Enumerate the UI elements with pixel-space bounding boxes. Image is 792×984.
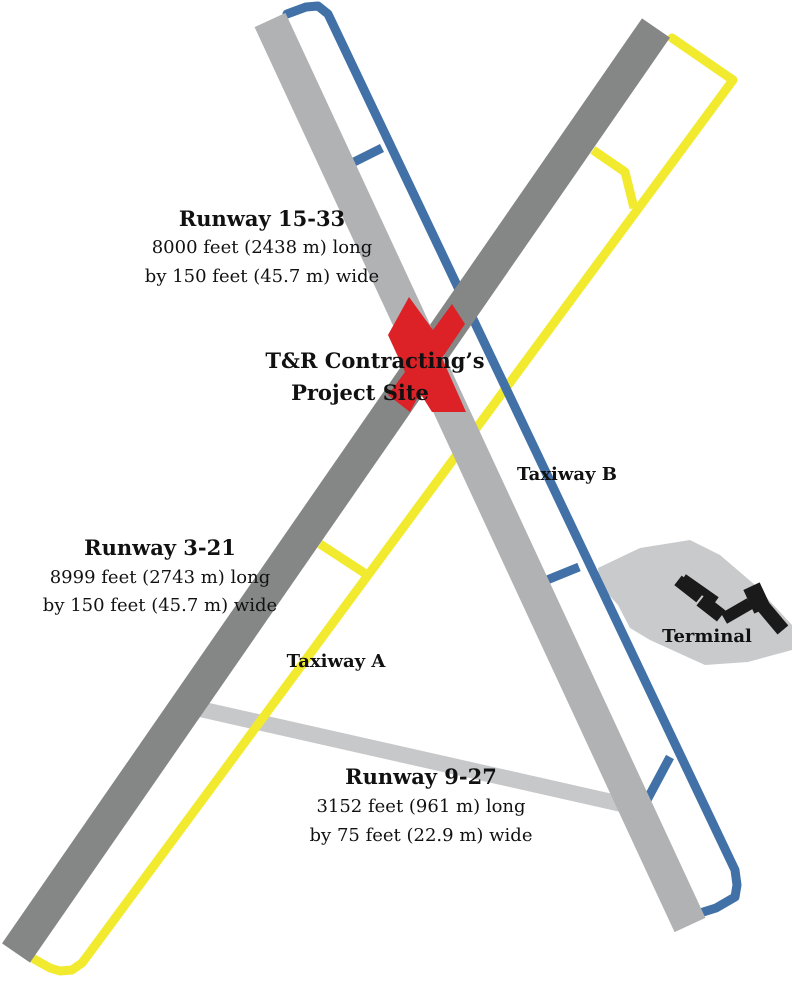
taxiway-b-connector-north: [349, 143, 385, 168]
runway-3-21-title: Runway 3-21: [84, 535, 236, 560]
taxiway-b-connector-terminal: [545, 562, 581, 585]
runway-9-27-title: Runway 9-27: [345, 764, 497, 789]
runway-9-27-width: by 75 feet (22.9 m) wide: [310, 825, 533, 846]
terminal-apron: [598, 540, 792, 665]
terminal-label: Terminal: [662, 626, 752, 647]
terminal-building: [674, 574, 789, 635]
taxiway-b-path: [282, 1, 742, 918]
runway-15-33-title: Runway 15-33: [179, 206, 345, 231]
runway-9-27-length: 3152 feet (961 m) long: [316, 796, 525, 817]
taxiway-b-label: Taxiway B: [517, 464, 617, 485]
taxiway-b-connector-south: [643, 754, 674, 803]
project-site-label-line1: T&R Contracting’s: [265, 348, 484, 373]
runway-15-33-width: by 150 feet (45.7 m) wide: [145, 266, 379, 287]
runway-3-21-length: 8999 feet (2743 m) long: [50, 567, 271, 588]
runway-15-33-strip: [254, 12, 706, 933]
runway-3-21-strip: [2, 18, 670, 963]
taxiway-a-connector-middle: [317, 540, 372, 580]
runway-15-33-length: 8000 feet (2438 m) long: [152, 237, 373, 258]
runway-9-27-strip: [198, 701, 632, 814]
taxiway-a-label: Taxiway A: [287, 651, 387, 672]
taxiway-a-connector-north: [590, 146, 639, 210]
project-site-marker: [388, 297, 466, 412]
runway-3-21-width: by 150 feet (45.7 m) wide: [43, 595, 277, 616]
project-site-label-line2: Project Site: [291, 380, 429, 405]
taxiway-a-path: [29, 33, 738, 976]
